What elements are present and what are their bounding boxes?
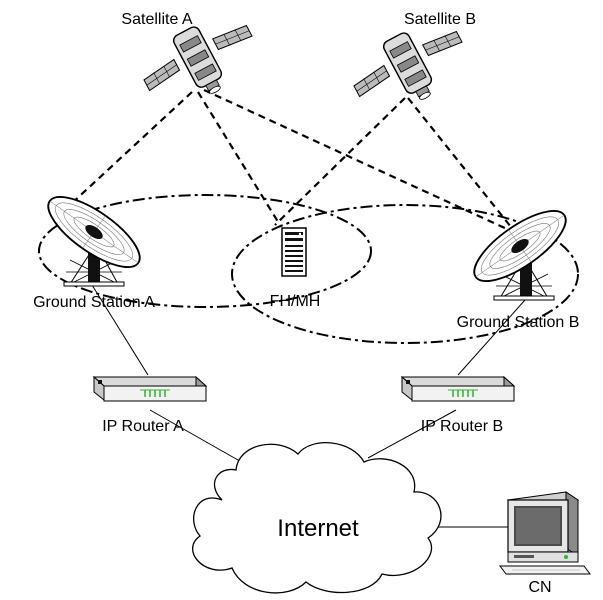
router-b-label: IP Router B [421, 418, 503, 435]
link-sat-b-fhmh [274, 97, 406, 226]
link-router-a-internet [149, 409, 253, 469]
satellite-links [69, 89, 521, 236]
ground-station-b-label: Ground Station B [457, 314, 580, 331]
fh-mh-label: FH/MH [270, 293, 321, 310]
internet-label: Internet [277, 515, 359, 542]
link-sat-a-ground-a [69, 91, 193, 206]
coverage-areas [38, 194, 579, 344]
router-a-label: IP Router A [102, 418, 184, 435]
cn-computer-icon [499, 491, 591, 575]
cn-label: CN [528, 579, 551, 596]
internet-cloud [192, 442, 442, 594]
ground-station-b-icon [473, 210, 567, 301]
link-sat-a-fhmh [197, 91, 281, 226]
link-sat-a-ground-b [203, 89, 521, 236]
router-a-icon [92, 375, 208, 402]
coverage-ellipse-b [231, 204, 579, 344]
satellite-a-icon [143, 24, 253, 94]
link-ground-a-router-a [91, 284, 149, 376]
link-ground-b-router-b [457, 299, 526, 376]
fh-mh-server-icon [281, 227, 307, 277]
coverage-ellipse-a [38, 194, 372, 308]
satellite-a-label: Satellite A [121, 11, 192, 28]
link-router-b-internet [367, 409, 457, 459]
ground-station-a-icon [47, 196, 141, 287]
link-sat-b-ground-b [407, 97, 516, 233]
satellite-b-label: Satellite B [404, 11, 476, 28]
wired-links [91, 284, 526, 528]
router-b-icon [400, 375, 516, 402]
satellite-b-icon [353, 30, 463, 100]
ground-station-a-label: Ground Station A [33, 294, 155, 311]
